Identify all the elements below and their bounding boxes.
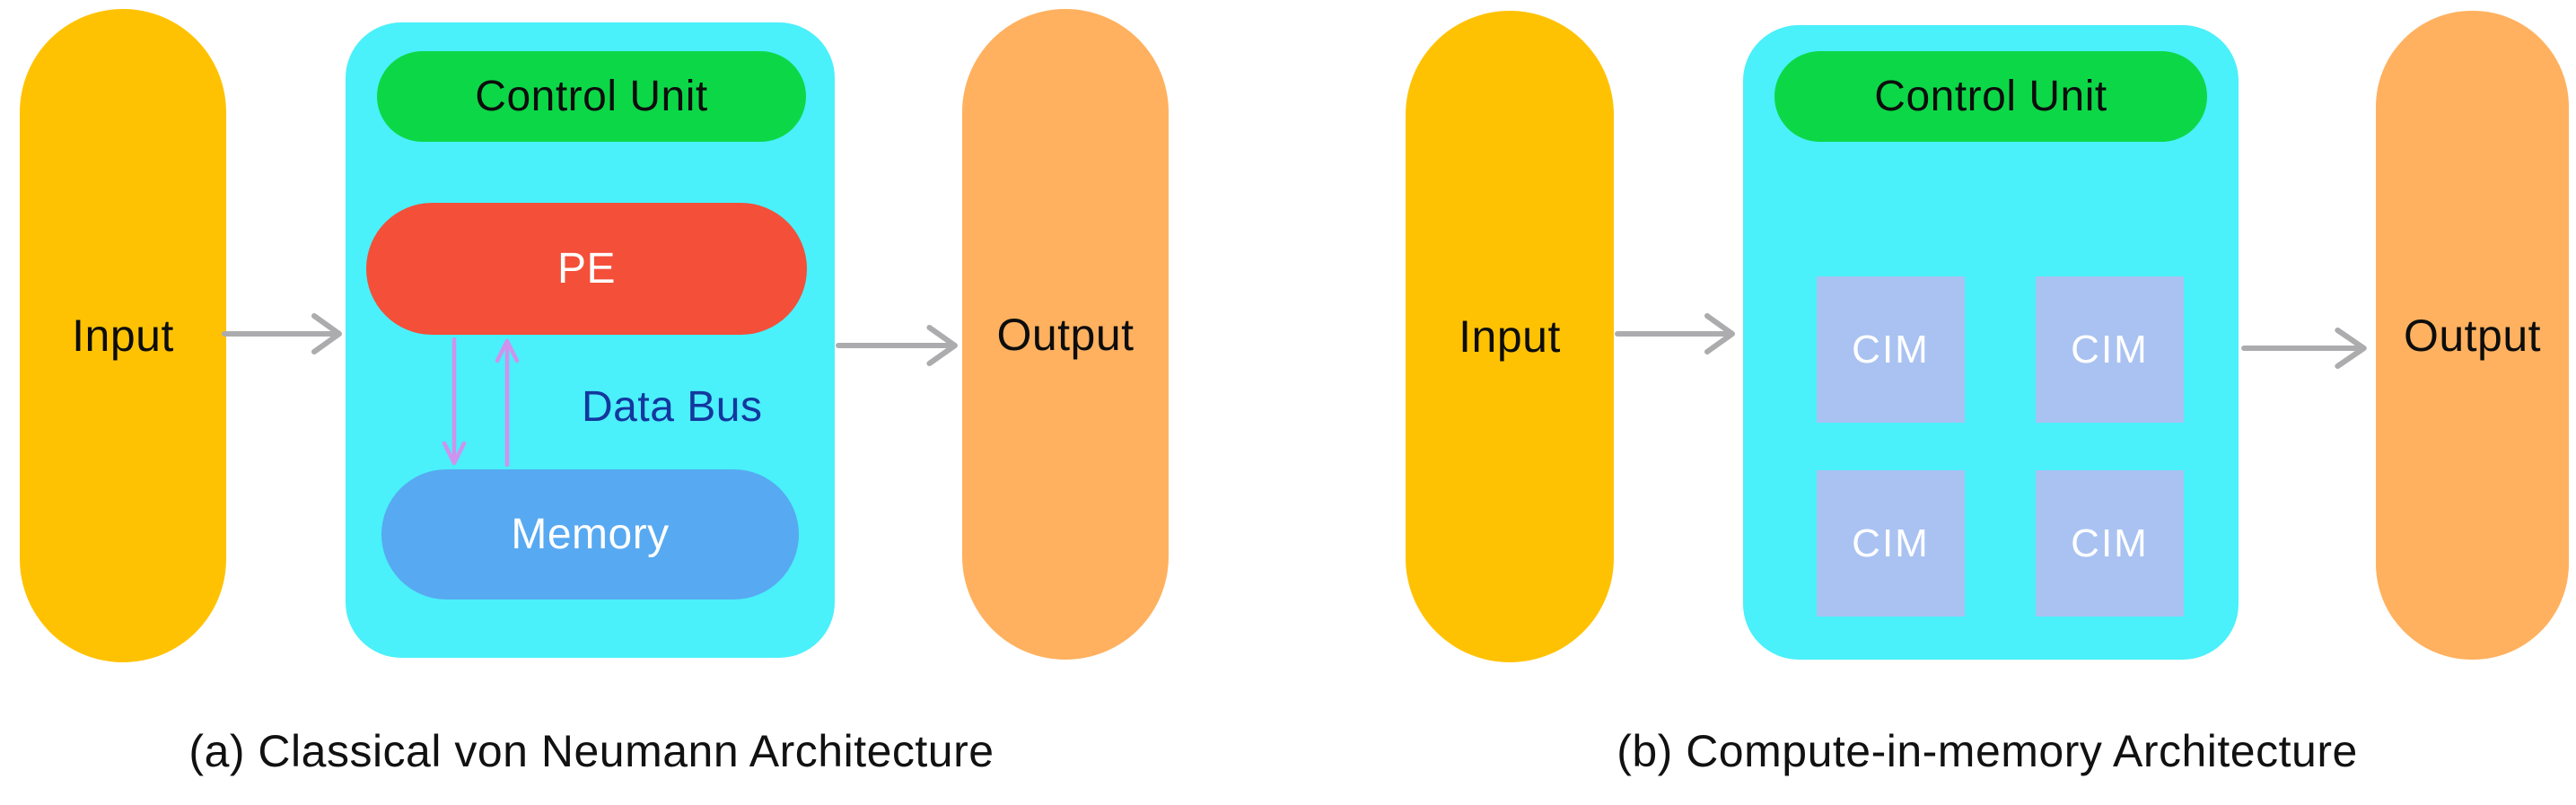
cim-label-2: CIM [2071,327,2149,372]
output-label-a: Output [996,309,1135,360]
control-unit-label-a: Control Unit [475,73,708,120]
chip-to-output-arrow-b [2241,328,2367,369]
output-block-a: Output [962,9,1169,660]
bus-arrow-down-icon [442,337,467,466]
memory-label: Memory [511,511,670,558]
data-bus-label: Data Bus [582,383,763,431]
output-block-b: Output [2376,11,2569,660]
caption-b: (b) Compute-in-memory Architecture [1617,726,2358,776]
cim-label-3: CIM [1852,521,1930,565]
control-unit-label-b: Control Unit [1874,73,2107,120]
pe-block: PE [366,203,807,335]
pe-label: PE [556,245,617,293]
cim-block-4: CIM [2036,470,2184,617]
caption-a: (a) Classical von Neumann Architecture [188,726,994,776]
input-label-b: Input [1459,311,1561,362]
cim-label-4: CIM [2071,521,2149,565]
input-to-chip-arrow-b [1615,313,1735,354]
cim-label-1: CIM [1852,327,1930,372]
input-block-a: Input [20,9,226,662]
bus-arrow-up-icon [495,338,520,467]
control-unit-block-b: Control Unit [1774,51,2207,142]
input-label-a: Input [72,311,174,361]
control-unit-block-a: Control Unit [377,51,806,142]
cim-block-1: CIM [1817,276,1965,423]
memory-block: Memory [381,469,799,599]
cim-block-3: CIM [1817,470,1965,617]
chip-to-output-arrow-a [836,325,958,366]
output-label-b: Output [2403,310,2542,361]
cim-block-2: CIM [2036,276,2184,423]
input-to-chip-arrow-a [222,313,342,354]
input-block-b: Input [1406,11,1614,662]
